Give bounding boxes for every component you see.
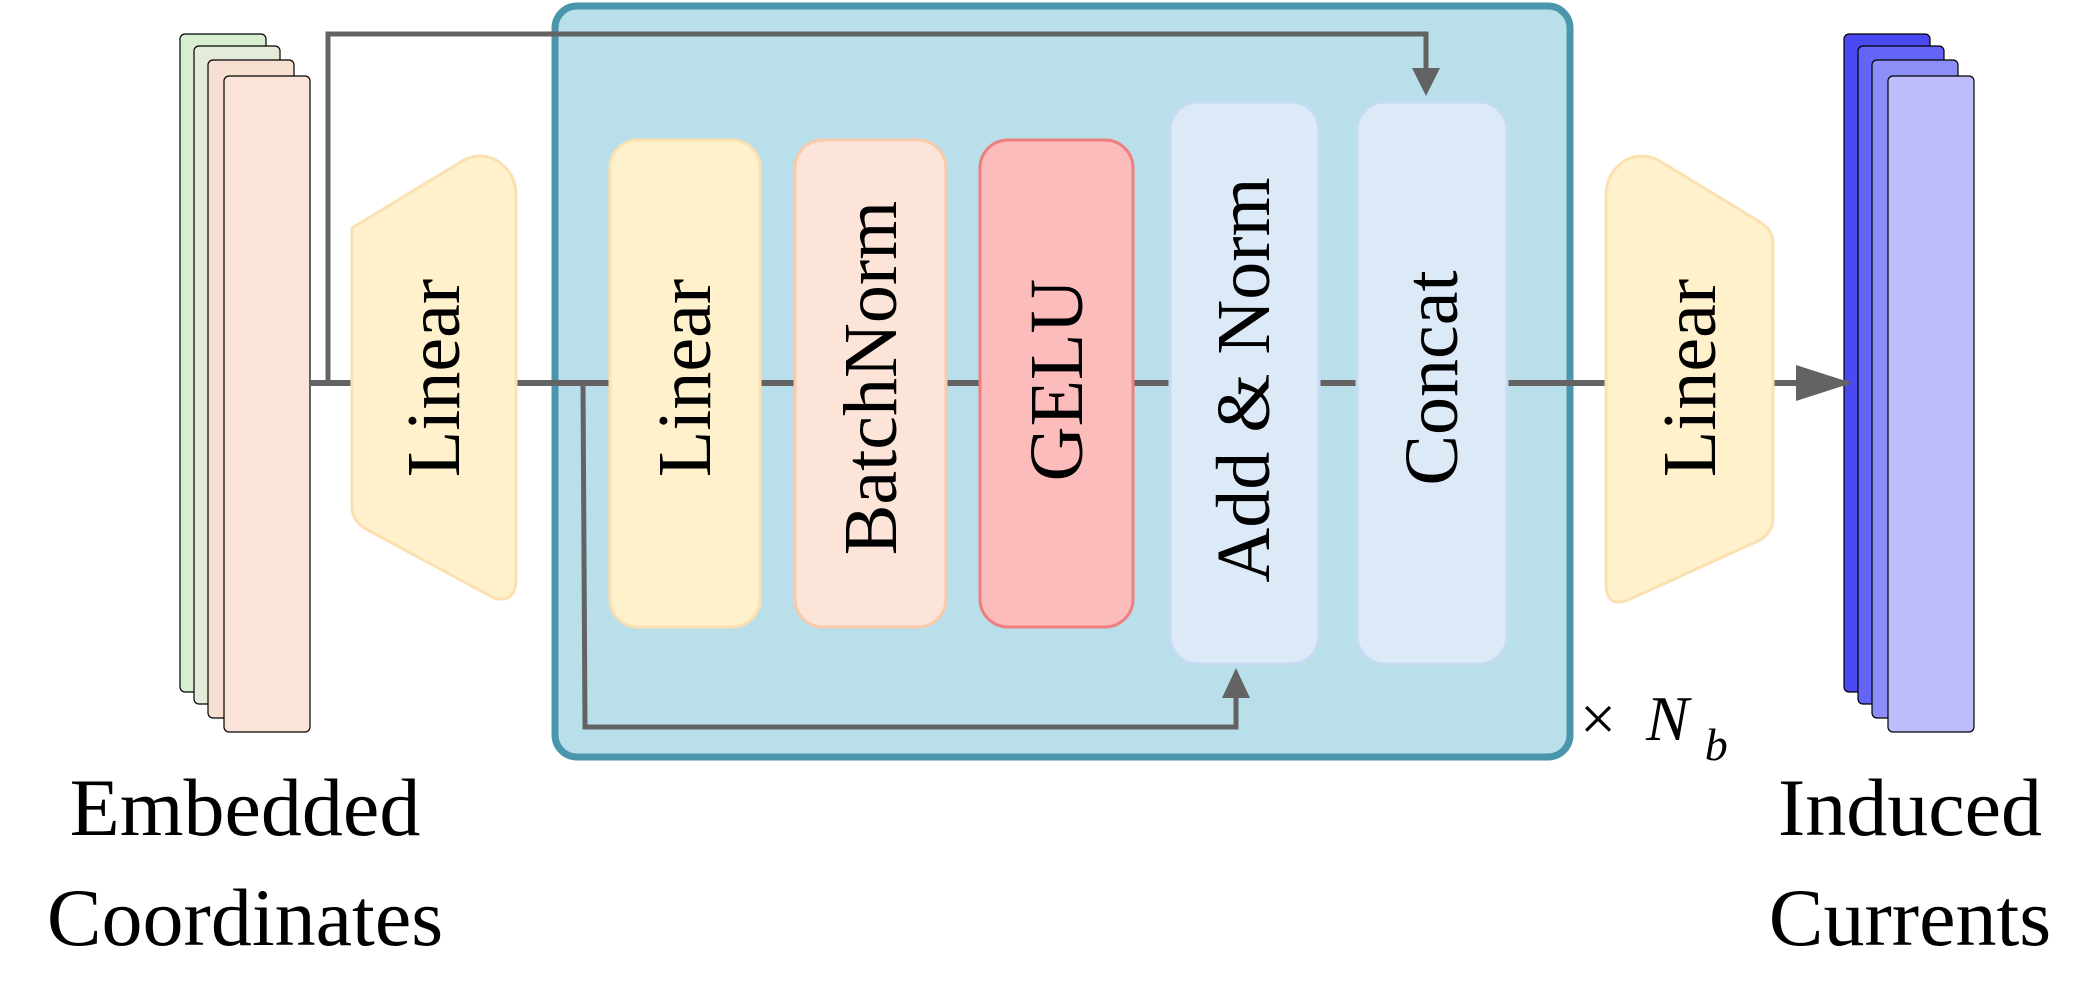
residual-connection-to-add-norm <box>580 382 1239 730</box>
input-linear-label: Linear <box>392 279 476 477</box>
repeat-subscript: b <box>1705 719 1728 770</box>
input-layer-4 <box>223 75 311 733</box>
linear-block: Linear <box>608 138 762 629</box>
linear-label: Linear <box>643 279 727 477</box>
output-linear-block: Linear <box>1604 154 1775 604</box>
output-label-line2: Currents <box>1769 872 2051 963</box>
add-norm-label: Add & Norm <box>1202 177 1286 582</box>
batchnorm-block: BatchNorm <box>793 138 948 629</box>
output-arrowhead <box>1796 365 1852 401</box>
output-linear-label: Linear <box>1648 279 1732 477</box>
input-label-line2: Coordinates <box>47 872 443 963</box>
repeat-symbol: × <box>1580 683 1616 754</box>
output-feature-stack <box>1843 33 1975 733</box>
output-label-line1: Induced <box>1778 762 2042 853</box>
gelu-block: GELU <box>978 138 1135 629</box>
skip-connection-to-concat <box>325 31 1429 383</box>
repeat-variable: N <box>1645 683 1692 754</box>
gelu-label: GELU <box>1015 279 1099 482</box>
input-label-line1: Embedded <box>70 762 421 853</box>
output-layer-4 <box>1887 75 1975 733</box>
concat-arrowhead <box>1412 68 1440 96</box>
concat-label: Concat <box>1390 270 1474 485</box>
concat-block: Concat <box>1355 100 1509 666</box>
input-feature-stack <box>179 33 311 733</box>
batchnorm-label: BatchNorm <box>829 201 913 556</box>
add-norm-arrowhead <box>1222 668 1250 698</box>
add-norm-block: Add & Norm <box>1168 100 1321 666</box>
repeat-annotation: × N b <box>1580 683 1728 770</box>
input-linear-block: Linear <box>350 154 518 601</box>
